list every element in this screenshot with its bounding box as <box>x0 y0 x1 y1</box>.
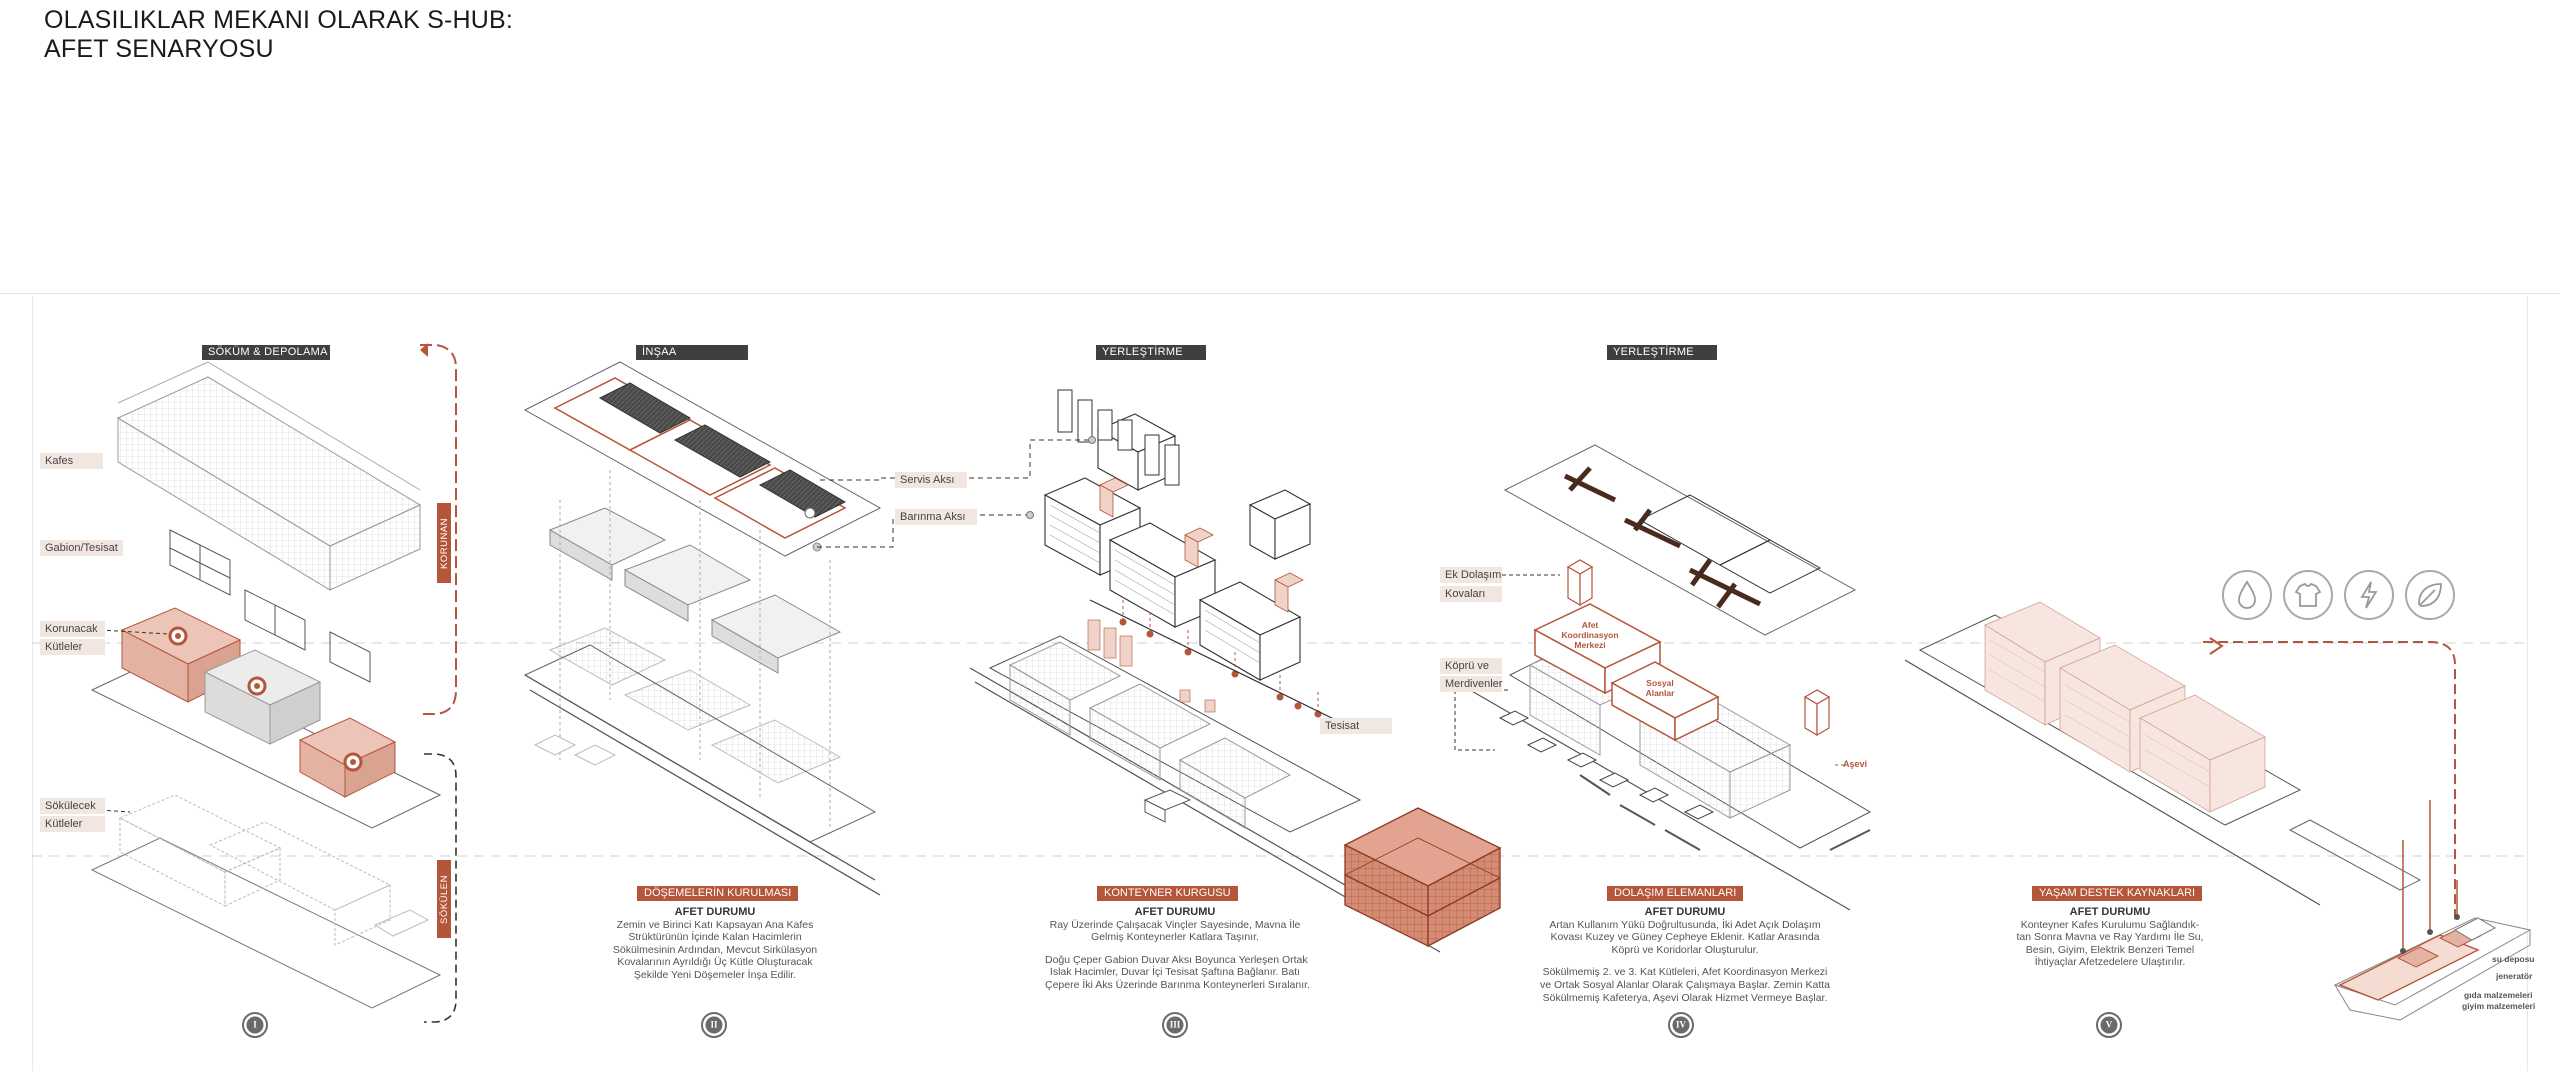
sokulen-label: SÖKÜLEN <box>438 874 450 924</box>
afet-line-3: Merkezi <box>1574 640 1606 650</box>
stage-3-numeral: III <box>1162 1012 1188 1038</box>
stage-3-description: AFET DURUMU Ray Üzerinde Çalışacak Vinçl… <box>1045 906 1310 992</box>
stage-5-line: tan Sonra Mavna ve Ray Yardımı İle Su, <box>2016 931 2204 944</box>
label-tesisat: Tesisat <box>1320 718 1392 734</box>
sosyal-line-1: Sosyal <box>1646 678 1674 688</box>
spacer <box>1045 944 1305 954</box>
label-sokulecek-2: Kütleler <box>40 816 105 832</box>
title-line-1: OLASILIKLAR MEKANI OLARAK S-HUB: <box>44 6 514 34</box>
label-giyim: giyim malzemeleri <box>2462 1001 2536 1011</box>
stage-2-heading: AFET DURUMU <box>674 906 756 918</box>
stage-4-heading: AFET DURUMU <box>1644 906 1726 918</box>
numeral-text: III <box>1166 1016 1184 1034</box>
label-kopru-2: Merdivenler <box>1440 676 1502 692</box>
stage-5-description: AFET DURUMU Konteyner Kafes Kurulumu Sağ… <box>1990 906 2230 969</box>
label-korunacak-2: Kütleler <box>40 639 105 655</box>
stage-2-drawing <box>523 361 895 896</box>
diagram-panel <box>32 296 2528 1071</box>
spacer <box>1535 956 1835 966</box>
stage-2-line: Kovalarının Ayrıldığı Üç Kütle Oluşturac… <box>617 956 813 969</box>
numeral-text: I <box>246 1016 264 1034</box>
stage-5-drawing <box>1904 601 2532 1021</box>
stage-5-heading: AFET DURUMU <box>2069 906 2151 918</box>
stage-3-line: Ray Üzerinde Çalışacak Vinçler Sayesinde… <box>1049 918 1301 931</box>
stage-4-line: Sökülmemiş 2. ve 3. Kat Kütleleri, Afet … <box>1542 966 1828 979</box>
label-servis-aksi: Servis Aksı <box>895 472 967 488</box>
stage-5-numeral: V <box>2096 1012 2122 1038</box>
label-barinma-aksi: Barınma Aksı <box>895 509 977 525</box>
label-kafes: Kafes <box>40 453 103 469</box>
label-su-deposu: su deposu <box>2492 954 2535 964</box>
label-afet-koordinasyon: Afet Koordinasyon Merkezi <box>1555 620 1625 650</box>
stage-4-line: Köprü ve Koridorlar Oluşturulur. <box>1611 943 1759 956</box>
top-divider <box>0 293 2560 294</box>
label-gida: gıda malzemeleri <box>2464 990 2533 1000</box>
stage-3-line: Doğu Çeper Gabion Duvar Aksı Boyunca Yer… <box>1045 953 1308 966</box>
stage-5-line: İhtiyaçlar Afetzedelere Ulaştırılır. <box>2034 956 2186 969</box>
stage-2-line: Zemin ve Birinci Katı Kapsayan Ana Kafes <box>616 918 814 931</box>
tshirt-icon <box>2283 570 2333 620</box>
label-gabion: Gabion/Tesisat <box>40 540 123 556</box>
stage-4-line: Sökülmemiş Kafeterya, Aşevi Olarak Hizme… <box>1542 991 1828 1004</box>
stage-1-drawing <box>90 343 457 1023</box>
numeral-text: II <box>705 1016 723 1034</box>
stage-3-drawing <box>897 389 1502 953</box>
stage-4-caption: DOLAŞIM ELEMANLARI <box>1607 886 1744 901</box>
afet-line-1: Afet <box>1581 620 1599 630</box>
stage-4-line: Kovası Kuzey ve Güney Cepheye Eklenir. K… <box>1550 931 1820 944</box>
stage-2-tag: İNŞAA <box>636 345 748 360</box>
sosyal-line-2: Alanlar <box>1645 688 1675 698</box>
stage-3-line: Gelmiş Konteynerler Katlara Taşınır. <box>1091 931 1259 944</box>
stage-1-numeral: I <box>242 1012 268 1038</box>
label-sosyal-alanlar: Sosyal Alanlar <box>1630 678 1690 698</box>
stage-3-line: Çepere İki Aks Üzerinde Barınma Konteyne… <box>1045 978 1310 991</box>
label-asevi: Aşevi <box>1843 759 1868 769</box>
afet-line-2: Koordinasyon <box>1561 630 1619 640</box>
water-drop-icon <box>2222 570 2272 620</box>
leaf-icon <box>2405 570 2455 620</box>
korunan-label: KORUNAN <box>438 517 450 569</box>
label-sokulecek-1: Sökülecek <box>40 798 105 814</box>
label-kopru-1: Köprü ve <box>1440 658 1502 674</box>
stage-3-caption: KONTEYNER KURGUSU <box>1097 886 1238 901</box>
korunan-tag: KORUNAN <box>437 503 451 583</box>
stage-2-line: Şekilde Yeni Döşemeler İnşa Edilir. <box>633 968 797 981</box>
stage-5-caption: YAŞAM DESTEK KAYNAKLARI <box>2032 886 2203 901</box>
stage-4-line: ve Ortak Sosyal Alanlar Olarak Çalışmaya… <box>1539 978 1831 991</box>
title-line-2: AFET SENARYOSU <box>44 35 274 63</box>
label-jenerator: jeneratör <box>2496 971 2533 981</box>
stage-4-description: AFET DURUMU Artan Kullanım Yükü Doğrultu… <box>1535 906 1835 1004</box>
stage-2-numeral: II <box>701 1012 727 1038</box>
stage-2-description: AFET DURUMU Zemin ve Birinci Katı Kapsay… <box>595 906 835 982</box>
sokulen-tag: SÖKÜLEN <box>437 860 451 938</box>
stage-3-tag: YERLEŞTİRME <box>1096 345 1206 360</box>
stage-4-drawing <box>1454 444 1872 911</box>
stage-5-line: Konteyner Kafes Kurulumu Sağlandık- <box>2020 918 2200 931</box>
stage-1-tag: SÖKÜM & DEPOLAMA <box>202 345 330 360</box>
label-korunacak-1: Korunacak <box>40 621 105 637</box>
stage-3-line: Islak Hacimler, Duvar İçi Tesisat Şaftın… <box>1049 966 1301 979</box>
stage-4-tag: YERLEŞTİRME <box>1607 345 1717 360</box>
stage-4-line: Artan Kullanım Yükü Doğrultusunda, İki A… <box>1549 918 1821 931</box>
stage-2-caption: DÖŞEMELERİN KURULMASI <box>637 886 799 901</box>
page-title: OLASILIKLAR MEKANI OLARAK S-HUB: AFET SE… <box>44 6 513 64</box>
numeral-text: V <box>2100 1016 2118 1034</box>
stage-4-numeral: IV <box>1668 1012 1694 1038</box>
stage-2-line: Strüktürünün İçinde Kalan Hacimlerin <box>628 931 802 944</box>
stage-3-heading: AFET DURUMU <box>1134 906 1216 918</box>
label-ek-dolasim-2: Kovaları <box>1440 586 1502 602</box>
numeral-text: IV <box>1672 1016 1690 1034</box>
stage-5-line: Besin, Giyim, Elektrik Benzeri Temel <box>2025 943 2195 956</box>
stage-2-line: Sökülmesinin Ardından, Mevcut Sirkülasyo… <box>612 943 818 956</box>
label-ek-dolasim-1: Ek Dolaşım <box>1440 567 1502 583</box>
lightning-icon <box>2344 570 2394 620</box>
